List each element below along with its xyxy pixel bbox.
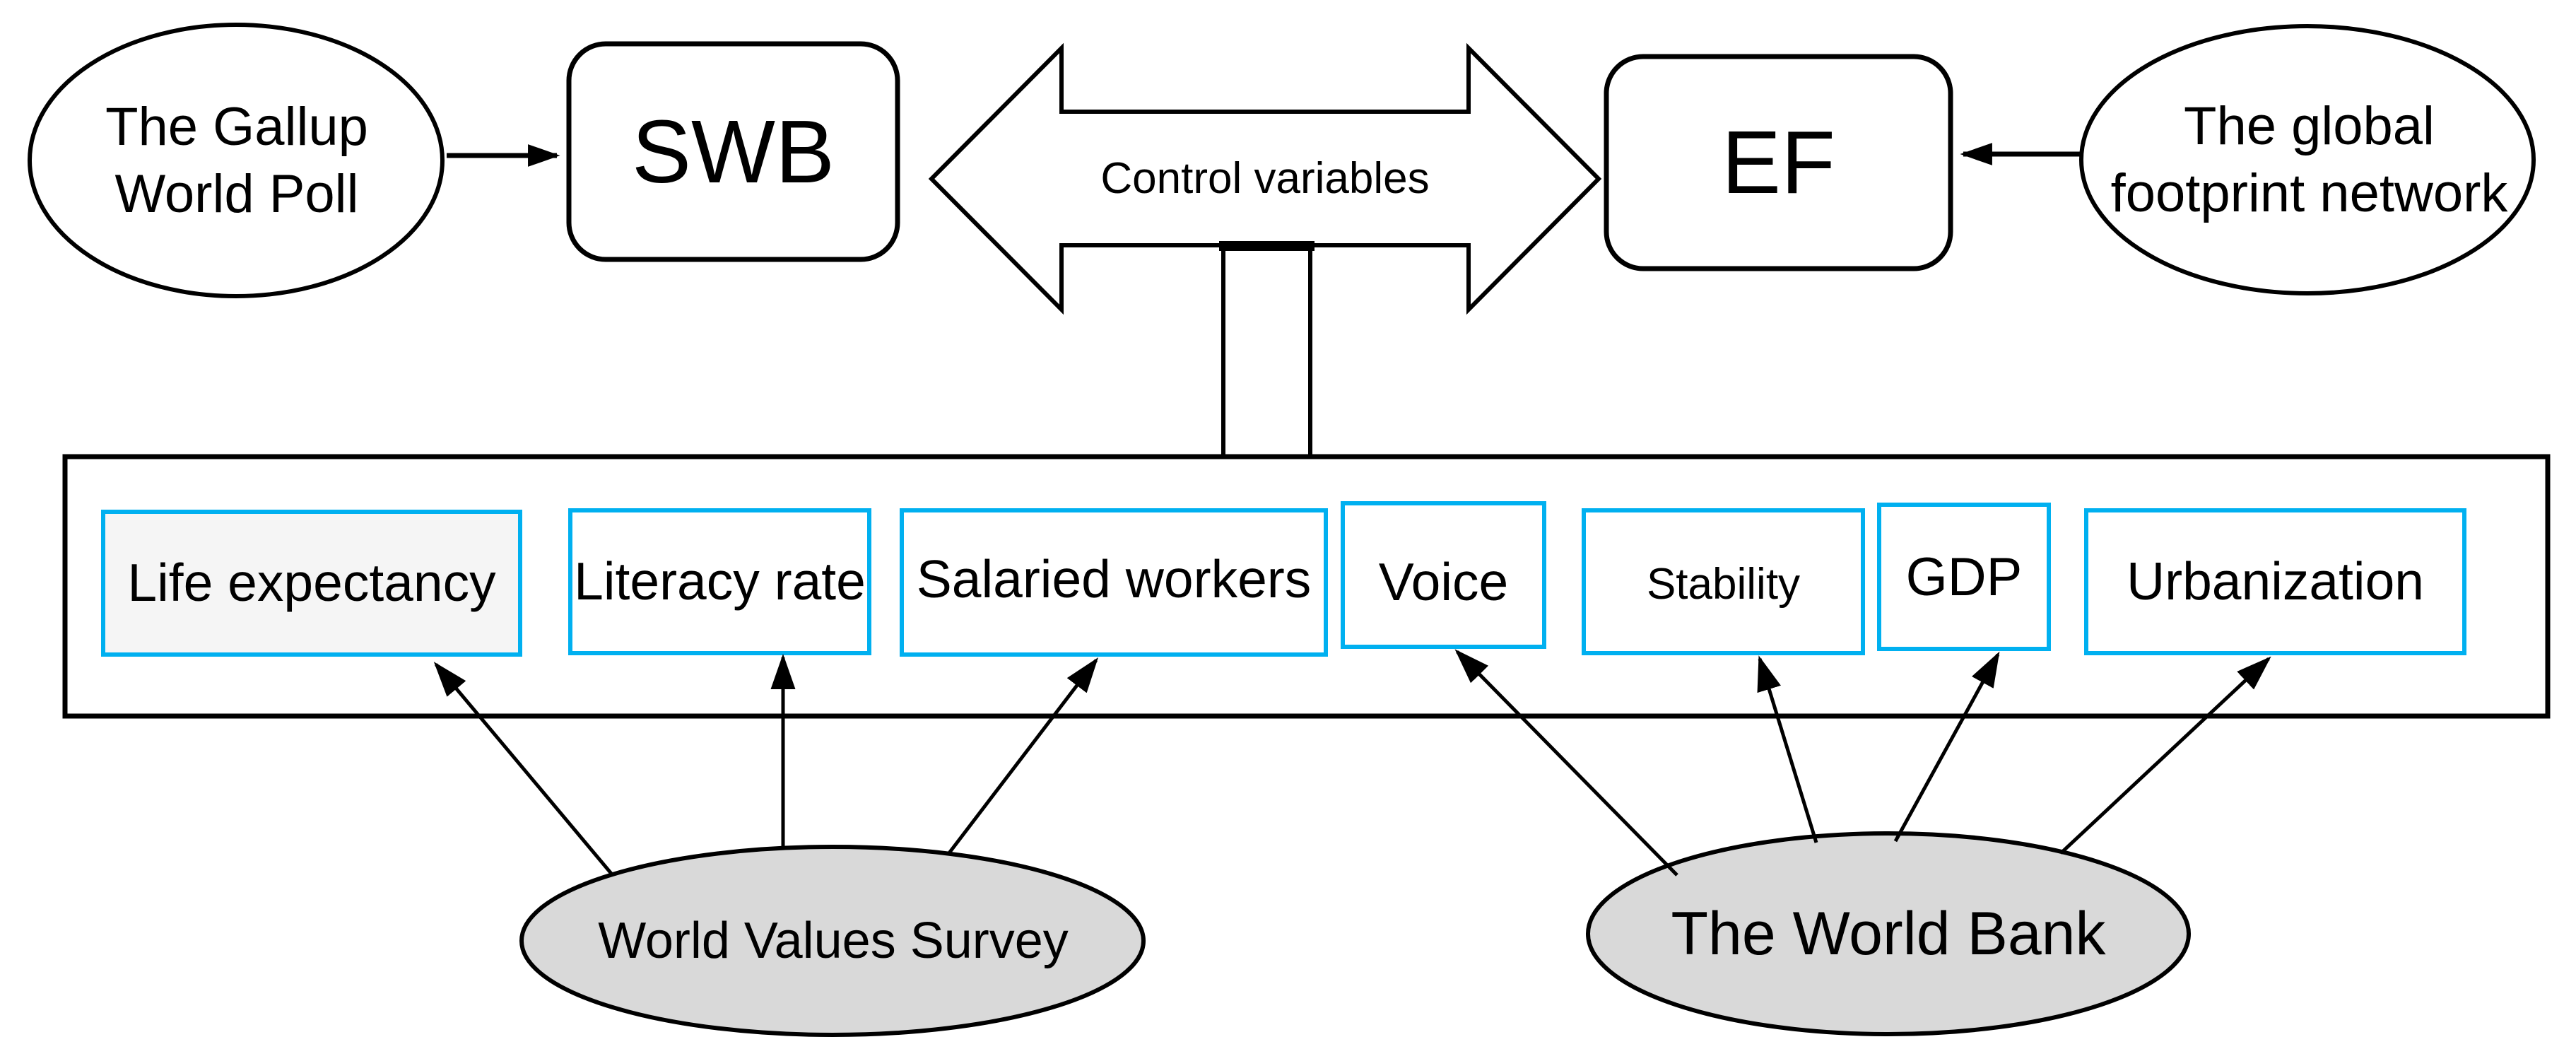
arrow-twb-to-gdp bbox=[1893, 651, 2000, 843]
ellipse-the-world-bank bbox=[1586, 831, 2191, 1036]
life-expectancy-label: Life expectancy bbox=[127, 553, 496, 613]
the-world-bank-label: The World Bank bbox=[1671, 900, 2106, 968]
gallup-world-poll-label: The Gallup World Poll bbox=[105, 97, 368, 224]
global-footprint-network-label: The global footprint network bbox=[2110, 96, 2508, 223]
salaried-workers-label: Salaried workers bbox=[916, 549, 1312, 609]
swb-label: SWB bbox=[631, 101, 835, 201]
urbanization-label: Urbanization bbox=[2126, 551, 2425, 611]
box-gdp bbox=[1877, 503, 2051, 651]
arrow-twb-to-voice bbox=[1454, 649, 1678, 877]
box-urbanization bbox=[2084, 508, 2466, 655]
box-literacy-rate bbox=[568, 508, 871, 655]
node-ef bbox=[1604, 54, 1953, 271]
box-voice bbox=[1341, 501, 1546, 649]
ellipse-global-footprint-network bbox=[2079, 24, 2536, 295]
gdp-label: GDP bbox=[1905, 546, 2023, 607]
connector-top-bar bbox=[1219, 241, 1315, 251]
stability-label: Stability bbox=[1646, 560, 1801, 609]
box-life-expectancy bbox=[101, 510, 522, 657]
arrow-twb-to-stability bbox=[1757, 655, 1818, 843]
box-salaried-workers bbox=[900, 508, 1328, 657]
control-variables-label: Control variables bbox=[1100, 154, 1430, 204]
box-stability bbox=[1582, 508, 1865, 655]
node-swb bbox=[566, 41, 900, 262]
ellipse-gallup-world-poll bbox=[28, 23, 445, 298]
ellipse-world-values-survey bbox=[519, 845, 1146, 1037]
connector-rectangle bbox=[1221, 243, 1312, 462]
double-arrow-shape bbox=[928, 42, 1602, 315]
arrow-wvs-to-salaried-workers bbox=[947, 657, 1099, 855]
ef-label: EF bbox=[1721, 112, 1835, 213]
arrow-twb-to-urbanization bbox=[2059, 656, 2271, 855]
world-values-survey-label: World Values Survey bbox=[598, 913, 1069, 969]
voice-label: Voice bbox=[1378, 551, 1509, 611]
literacy-rate-label: Literacy rate bbox=[574, 551, 866, 611]
arrow-wvs-to-life-expectancy bbox=[433, 662, 613, 876]
